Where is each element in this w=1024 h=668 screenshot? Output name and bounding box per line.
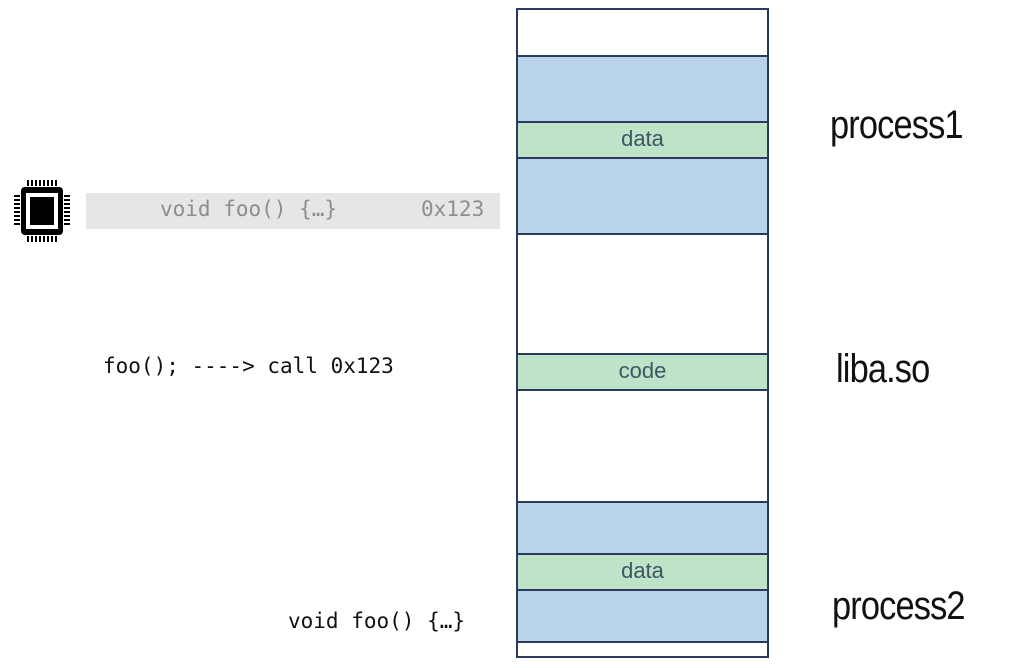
cpu-function-text: void foo() {…} bbox=[160, 197, 338, 221]
liba-code-segment: code bbox=[518, 353, 767, 391]
process2-region-top bbox=[518, 501, 767, 555]
process1-data-segment: data bbox=[518, 121, 767, 159]
process1-region-bottom bbox=[518, 157, 767, 235]
call-instruction-text: foo(); ----> call 0x123 bbox=[103, 354, 394, 378]
memory-address-space: data code data bbox=[516, 8, 769, 658]
process2-region-bottom bbox=[518, 589, 767, 643]
cpu-instruction-highlight bbox=[86, 193, 500, 229]
process2-data-segment: data bbox=[518, 553, 767, 591]
process2-label: process2 bbox=[832, 584, 966, 628]
process2-function-text: void foo() {…} bbox=[288, 609, 466, 633]
cpu-address-text: 0x123 bbox=[421, 197, 485, 221]
process1-label: process1 bbox=[830, 103, 964, 147]
liba-label: liba.so bbox=[836, 347, 930, 391]
process1-region-top bbox=[518, 55, 767, 123]
cpu-chip-icon bbox=[14, 180, 70, 242]
gap-region-1 bbox=[518, 233, 767, 355]
gap-region-2 bbox=[518, 389, 767, 503]
memory-bottom-divider bbox=[518, 641, 767, 643]
